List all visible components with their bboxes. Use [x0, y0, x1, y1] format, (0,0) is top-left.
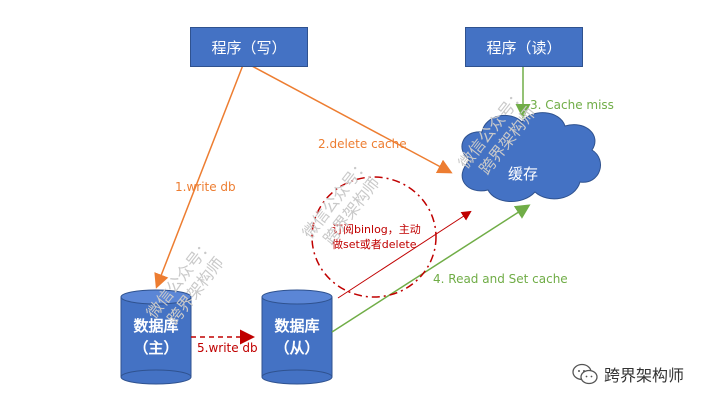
db-slave-label: 数据库 （从） — [262, 315, 332, 359]
db-master-label: 数据库 （主） — [121, 315, 191, 359]
db-master-line1: 数据库 — [133, 317, 179, 335]
db-master-line2: （主） — [133, 339, 179, 357]
edge-read-set-cache — [331, 204, 531, 333]
cache-cloud — [461, 112, 601, 202]
edge-write-db — [154, 64, 244, 289]
label-replicate: 5.write db — [197, 341, 258, 355]
db-slave-line1: 数据库 — [274, 317, 320, 335]
label-cache-miss: 3. Cache miss — [530, 98, 614, 112]
annotation-line1: 订阅binlog，主动 — [332, 223, 421, 236]
label-read-set-cache: 4. Read and Set cache — [433, 272, 568, 286]
db-master-cylinder — [120, 289, 192, 385]
label-delete-cache: 2.delete cache — [318, 137, 407, 151]
reader-program-label: 程序（读） — [486, 38, 562, 57]
reader-program-box: 程序（读） — [465, 27, 583, 67]
label-write-db: 1.write db — [175, 180, 236, 194]
db-slave-line2: （从） — [274, 339, 320, 357]
brand-badge: 跨界架构师 — [572, 362, 684, 386]
edge-delete-cache — [249, 64, 453, 174]
writer-program-label: 程序（写） — [211, 38, 287, 57]
brand-name: 跨界架构师 — [604, 366, 685, 385]
annotation-line2: 做set或者delete — [332, 238, 417, 251]
db-slave-cylinder — [261, 289, 333, 385]
annotation-circle — [311, 176, 437, 298]
writer-program-box: 程序（写） — [190, 27, 308, 67]
cache-label: 缓存 — [508, 165, 539, 183]
wechat-icon — [572, 363, 598, 385]
edge-binlog — [337, 210, 472, 299]
annotation-text: 订阅binlog，主动 做set或者delete — [332, 222, 421, 252]
